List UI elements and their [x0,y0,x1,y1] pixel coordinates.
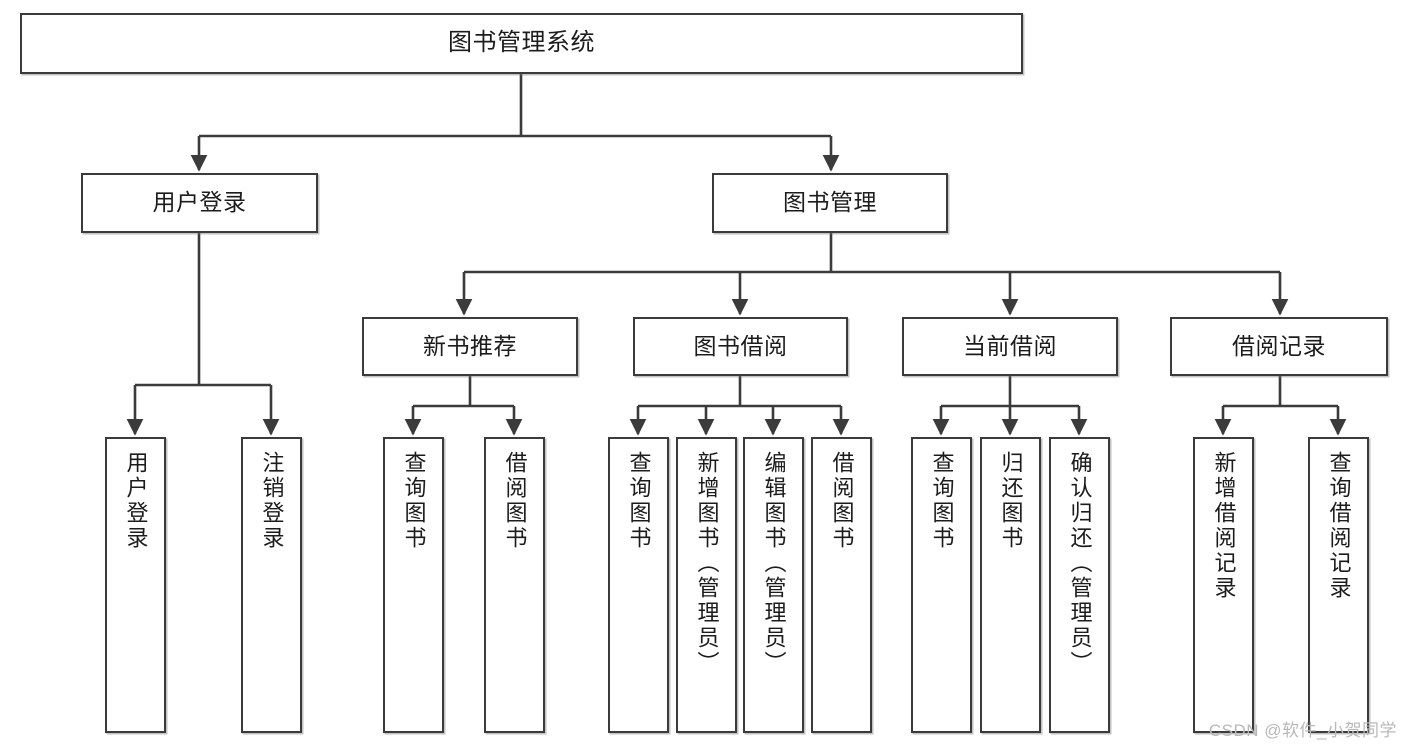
node-label: 借阅图书 [502,451,528,551]
node-label: 新增借阅记录 [1211,451,1237,601]
node-borrow-records[interactable]: 借阅记录 [1170,317,1388,376]
node-new-book-recommendation[interactable]: 新书推荐 [362,317,578,376]
node-leaf-confirm-return-admin[interactable]: 确认归还（管理员） [1049,437,1110,733]
node-leaf-query-book-borrow[interactable]: 查询图书 [608,437,669,733]
node-leaf-query-borrow-record[interactable]: 查询借阅记录 [1308,437,1369,733]
node-label: 用户登录 [123,451,149,551]
node-label: 图书借阅 [693,332,788,359]
node-label: 借阅图书 [829,451,855,551]
node-leaf-add-borrow-record[interactable]: 新增借阅记录 [1193,437,1254,733]
node-leaf-add-book-admin[interactable]: 新增图书（管理员） [676,437,737,733]
node-label: 查询图书 [626,451,652,551]
node-label: 注销登录 [259,451,285,551]
node-current-borrowing[interactable]: 当前借阅 [902,317,1118,376]
node-leaf-borrow-book[interactable]: 借阅图书 [811,437,872,733]
node-label: 查询借阅记录 [1326,451,1352,601]
node-label: 图书管理 [783,189,877,216]
node-label: 当前借阅 [963,332,1057,359]
node-label: 归还图书 [998,451,1024,551]
node-label: 查询图书 [401,451,427,551]
node-leaf-query-book-recommend[interactable]: 查询图书 [383,437,444,733]
node-label: 确认归还（管理员） [1067,451,1093,676]
node-root-system[interactable]: 图书管理系统 [20,13,1023,74]
node-leaf-query-book-current[interactable]: 查询图书 [911,437,972,733]
node-book-management[interactable]: 图书管理 [712,173,948,233]
node-label: 图书管理系统 [448,29,595,57]
node-leaf-user-login[interactable]: 用户登录 [105,437,166,733]
node-leaf-edit-book-admin[interactable]: 编辑图书（管理员） [743,437,804,733]
node-label: 借阅记录 [1232,332,1326,359]
node-leaf-return-book[interactable]: 归还图书 [980,437,1041,733]
node-label: 用户登录 [152,189,247,216]
node-label: 编辑图书（管理员） [761,451,787,676]
node-label: 新书推荐 [423,332,517,359]
node-label: 新增图书（管理员） [694,451,720,676]
node-leaf-borrow-book-recommend[interactable]: 借阅图书 [484,437,545,733]
csdn-watermark: CSDN @软件_小贺同学 [1208,721,1397,740]
node-label: 查询图书 [929,451,955,551]
node-user-login[interactable]: 用户登录 [81,173,318,233]
node-book-borrowing[interactable]: 图书借阅 [633,317,848,376]
node-leaf-logout[interactable]: 注销登录 [241,437,302,733]
